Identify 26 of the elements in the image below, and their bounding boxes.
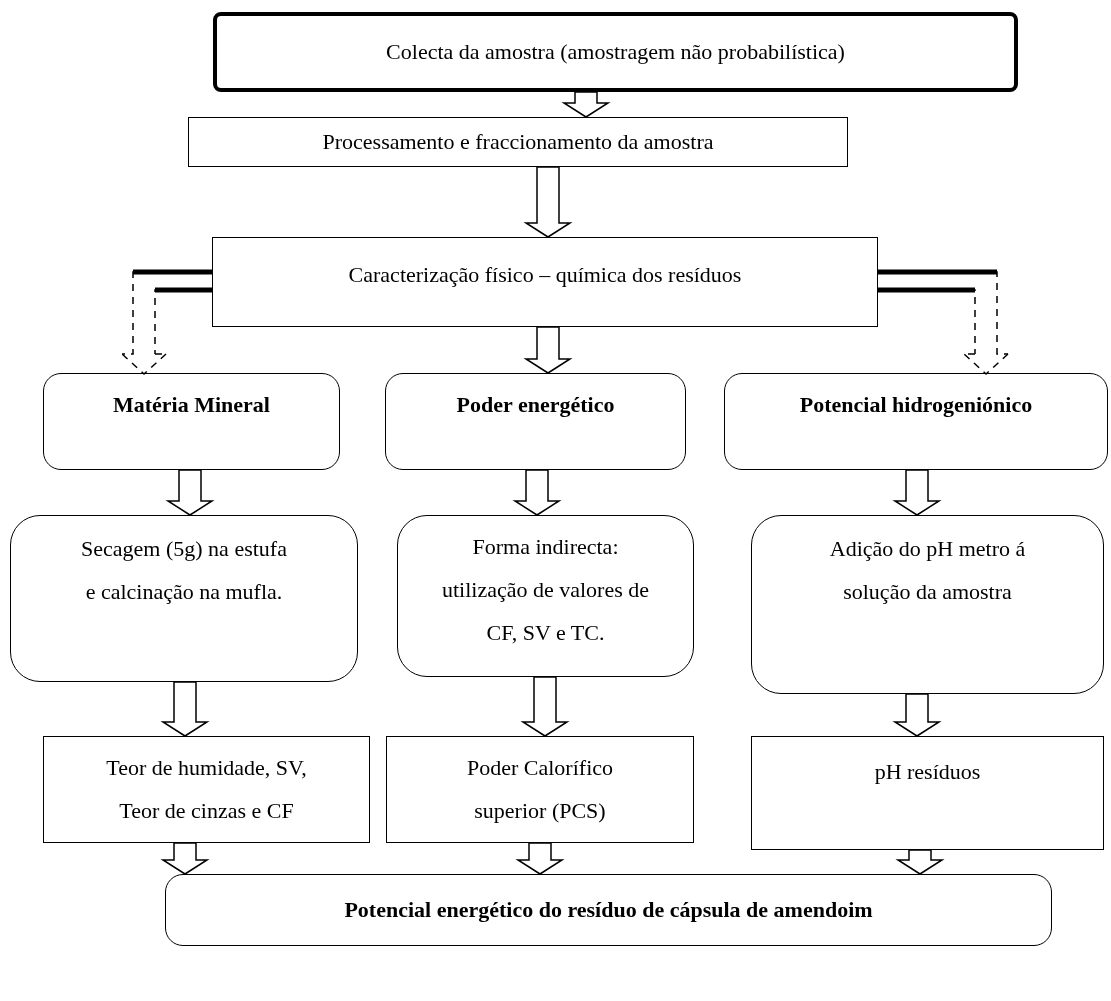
rounded-process-box xyxy=(43,373,340,470)
process-box xyxy=(212,237,878,327)
rounded-process-box xyxy=(10,515,358,682)
node-label: Adição do pH metro á solução da amostra xyxy=(828,535,1027,606)
node-label: pH resíduos xyxy=(874,759,981,786)
node-label: Caracterização físico – química dos resíduos xyxy=(348,262,742,289)
rounded-process-box xyxy=(385,373,686,470)
node-label: Teor de humidade, SV, Teor de cinzas e CF xyxy=(105,753,308,825)
node-label: Matéria Mineral xyxy=(113,392,270,419)
rounded-process-box xyxy=(397,515,694,677)
process-box xyxy=(386,736,694,843)
process-box xyxy=(188,117,848,167)
node-label: Potencial energético do resíduo de cápsula de amendoim xyxy=(344,896,873,924)
node-label: Potencial hidrogeniónico xyxy=(799,392,1033,419)
process-box xyxy=(43,736,370,843)
start-box xyxy=(213,12,1018,92)
node-label: Poder energético xyxy=(456,392,615,419)
node-label: Processamento e fraccionamento da amostra xyxy=(322,128,714,156)
node-label: Secagem (5g) na estufa e calcinação na mufla. xyxy=(80,535,288,606)
node-label: Forma indirecta: utilização de valores de CF, SV e TC. xyxy=(440,533,651,647)
rounded-process-box xyxy=(724,373,1108,470)
process-box xyxy=(751,736,1104,850)
node-label: Poder Calorífico superior (PCS) xyxy=(466,753,614,825)
node-label: Colecta da amostra (amostragem não probabilística) xyxy=(386,38,845,66)
rounded-process-box xyxy=(165,874,1052,946)
rounded-process-box xyxy=(751,515,1104,694)
